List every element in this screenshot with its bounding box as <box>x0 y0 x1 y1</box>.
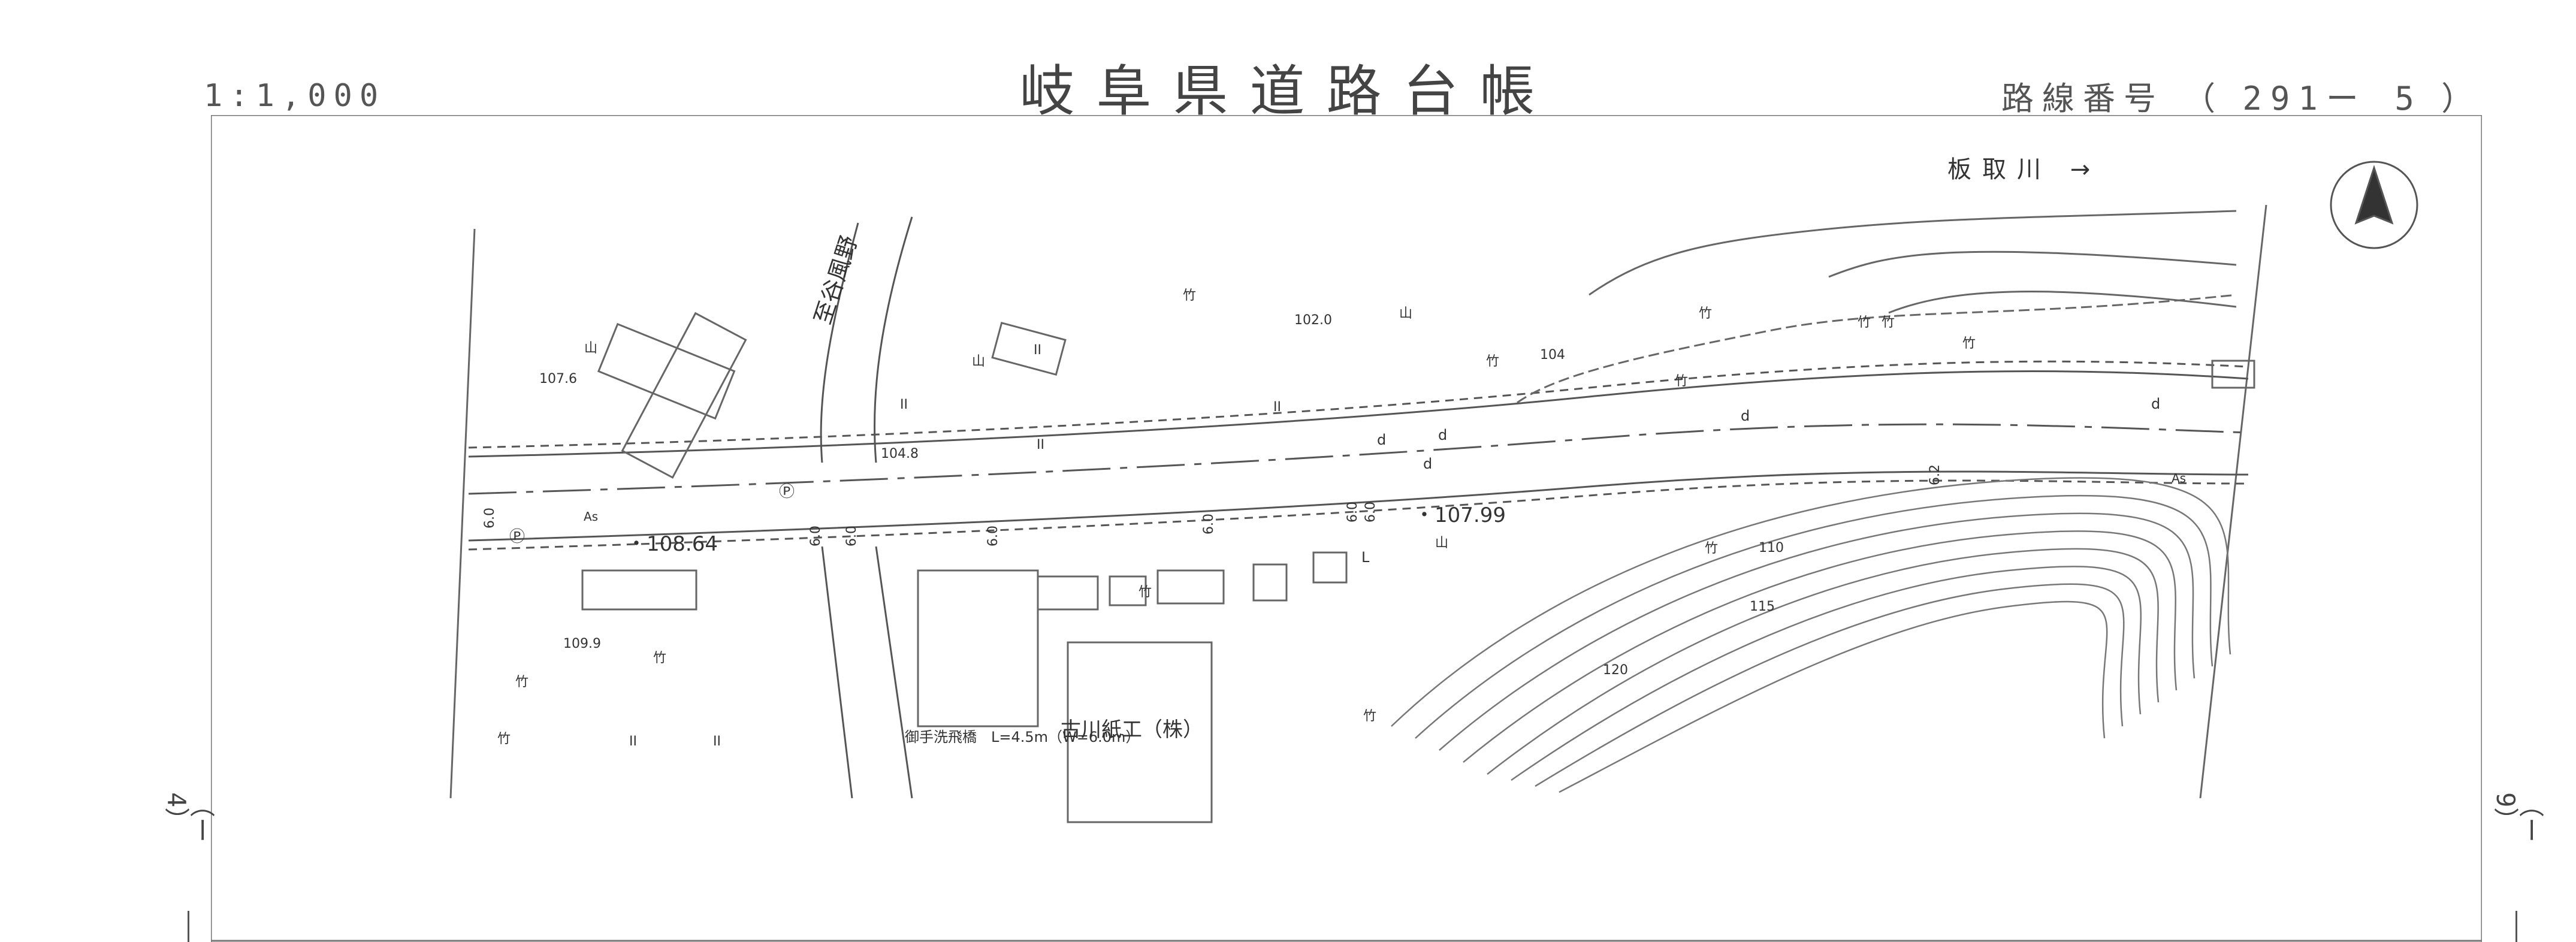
left-edge-bar <box>188 911 189 942</box>
ditch-label: d <box>2151 395 2161 412</box>
scale-label: 1:1,000 <box>204 78 386 114</box>
road-width-label: 6.2 <box>1928 464 1943 485</box>
contour-label-120: 120 <box>1603 663 1628 678</box>
ditch-label: d <box>1377 431 1387 448</box>
nursery-symbol: Ⓟ <box>509 528 526 546</box>
land-use-symbol: 竹 <box>1183 288 1197 303</box>
contour-label-115: 115 <box>1750 599 1775 614</box>
right-edge-bar <box>2515 911 2517 942</box>
bridge-label: 御手洗飛橋 L=4.5m（W=6.0m） <box>905 729 1140 745</box>
land-use-symbol: 竹 <box>1962 336 1976 351</box>
ditch-label: d <box>1438 427 1448 443</box>
elevation-102-0: 102.0 <box>1294 313 1332 328</box>
land-use-symbol: 竹 <box>653 651 667 666</box>
road-width-label: 6.0 <box>844 526 859 547</box>
elevation-107-99: ・107.99 <box>1414 503 1506 527</box>
land-use-symbol: 竹 <box>1675 374 1689 389</box>
nursery-symbol: Ⓟ <box>779 483 795 501</box>
land-use-symbol: 竹 <box>497 732 511 747</box>
river-label: 板取川 → <box>1947 150 2101 185</box>
river-name: 板取川 <box>1947 156 2052 183</box>
land-use-symbol: 竹 <box>1699 306 1713 321</box>
right-page-mark: （ー9） <box>2491 792 2545 843</box>
building-outlines <box>581 312 2255 823</box>
land-use-symbol: 竹 <box>1705 541 1719 556</box>
field-symbol: II <box>713 734 721 749</box>
road-width-label: 6.0 <box>482 508 497 529</box>
route-number-label: 路線番号 （ 291ー 5 ） <box>2001 72 2482 119</box>
branch-road <box>820 216 913 799</box>
road-width-label: 6.0 <box>986 526 1001 547</box>
route-label-text: 路線番号 <box>2001 80 2164 117</box>
land-use-symbol: 山 <box>1435 536 1449 551</box>
elevation-109-9: 109.9 <box>563 636 601 651</box>
land-use-symbol: 山 <box>1399 306 1413 321</box>
contour-label-110: 110 <box>1759 541 1784 555</box>
main-road <box>468 360 2249 551</box>
map-survey-area <box>449 204 2267 799</box>
left-page-mark: （ー4） <box>162 792 216 843</box>
land-use-symbol: 竹 <box>515 675 529 690</box>
river-flow-arrow: → <box>2070 156 2101 183</box>
road-width-label: 6.0 <box>1201 514 1216 535</box>
river-bank <box>1517 210 2237 404</box>
elevation-108-64: ・108.64 <box>626 532 718 556</box>
road-width-label: 6.0 <box>808 526 823 547</box>
land-use-symbol: 竹 <box>1138 585 1152 600</box>
pavement-label: As <box>2172 471 2187 485</box>
map-frame <box>211 115 2482 942</box>
map-border <box>211 115 2482 942</box>
sheet-title: 岐阜県道路台帳 <box>1019 59 1557 123</box>
route-number: 291ー 5 <box>2242 80 2423 117</box>
field-symbol: II <box>629 734 637 749</box>
land-use-symbol: 山 <box>584 341 598 356</box>
pavement-label: As <box>584 509 599 524</box>
ditch-label: L <box>1361 549 1370 566</box>
field-symbol: II <box>1037 437 1044 452</box>
land-use-symbol: 竹 <box>1882 315 1895 330</box>
elevation-104: 104 <box>1540 348 1565 363</box>
north-arrow-icon <box>2330 161 2418 249</box>
land-use-symbol: 竹 <box>1858 315 1871 330</box>
elevation-104-8: 104.8 <box>881 446 919 461</box>
route-number-close: ） <box>2441 80 2483 117</box>
elevation-107-6: 107.6 <box>539 372 577 387</box>
land-use-symbol: 山 <box>972 354 986 369</box>
contour-lines <box>1391 477 2231 793</box>
ditch-label: d <box>1423 455 1433 472</box>
land-use-symbol: 竹 <box>1363 709 1377 724</box>
ditch-label: d <box>1741 407 1750 424</box>
field-symbol: II <box>1273 400 1281 415</box>
field-symbol: II <box>900 397 908 412</box>
factory-label: 古川紙工（株） <box>1061 718 1203 742</box>
road-width-label: 6.0 <box>1363 502 1378 523</box>
land-use-symbol: 竹 <box>1486 354 1500 369</box>
field-symbol: II <box>1034 343 1041 358</box>
road-width-label: 6.0 <box>1345 502 1360 523</box>
route-number-open: （ <box>2183 80 2224 117</box>
